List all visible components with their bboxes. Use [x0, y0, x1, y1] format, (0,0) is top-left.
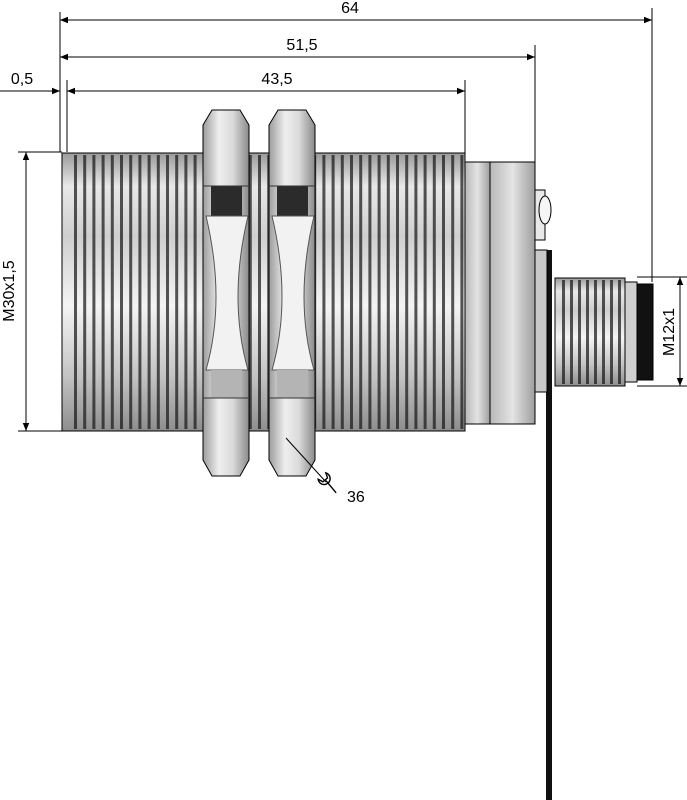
dim-overall-length: 64: [341, 0, 359, 17]
thread-groove: [138, 155, 142, 429]
dim-connector-thread: M12x1: [661, 308, 678, 356]
thread-groove: [101, 155, 105, 429]
thread-groove: [451, 155, 455, 429]
thread-groove: [386, 155, 390, 429]
hex-nut-2: [268, 109, 316, 477]
thread-groove: [570, 280, 573, 384]
thread-groove: [396, 155, 399, 429]
thread-groove: [92, 155, 96, 429]
thread-groove: [423, 155, 427, 429]
dim-body-thread: M30x1,5: [1, 260, 18, 321]
thread-groove: [432, 155, 436, 429]
dim-thread-length: 43,5: [261, 71, 292, 88]
threaded-body: [61, 152, 466, 432]
wrench-icon: [317, 471, 337, 494]
thread-groove: [610, 280, 613, 384]
thread-groove: [248, 155, 252, 429]
thread-groove: [184, 155, 188, 429]
thread-groove: [442, 155, 445, 429]
thread-groove: [460, 155, 464, 429]
thread-groove: [340, 155, 344, 429]
thread-groove: [594, 280, 597, 384]
thread-groove: [156, 155, 160, 429]
connector-threads: [562, 280, 621, 384]
thread-groove: [618, 280, 621, 384]
thread-groove: [359, 155, 363, 429]
hex-nut-1: [202, 109, 250, 477]
thread-groove: [129, 155, 133, 429]
thread-groove: [331, 155, 335, 429]
thread-groove: [322, 155, 326, 429]
thread-groove: [175, 155, 179, 429]
thread-groove: [586, 280, 589, 384]
flange: [464, 161, 552, 425]
thread-groove: [147, 155, 151, 429]
thread-groove: [377, 155, 381, 429]
thread-groove: [166, 155, 169, 429]
thread-groove: [350, 155, 353, 429]
thread-groove: [74, 155, 77, 429]
thread-groove: [602, 280, 605, 384]
thread-groove: [120, 155, 123, 429]
thread-groove: [414, 155, 418, 429]
thread-groove: [258, 155, 261, 429]
thread-groove: [405, 155, 409, 429]
thread-groove: [368, 155, 372, 429]
thread-groove: [193, 155, 197, 429]
thread-groove: [110, 155, 114, 429]
dim-front-offset: 0,5: [11, 71, 33, 88]
m12-connector: [554, 277, 654, 387]
wrench-size-label: 36: [347, 489, 365, 506]
thread-groove: [578, 280, 581, 384]
dim-flange-length: 51,5: [286, 37, 317, 54]
thread-groove: [83, 155, 87, 429]
thread-groove: [562, 280, 565, 384]
